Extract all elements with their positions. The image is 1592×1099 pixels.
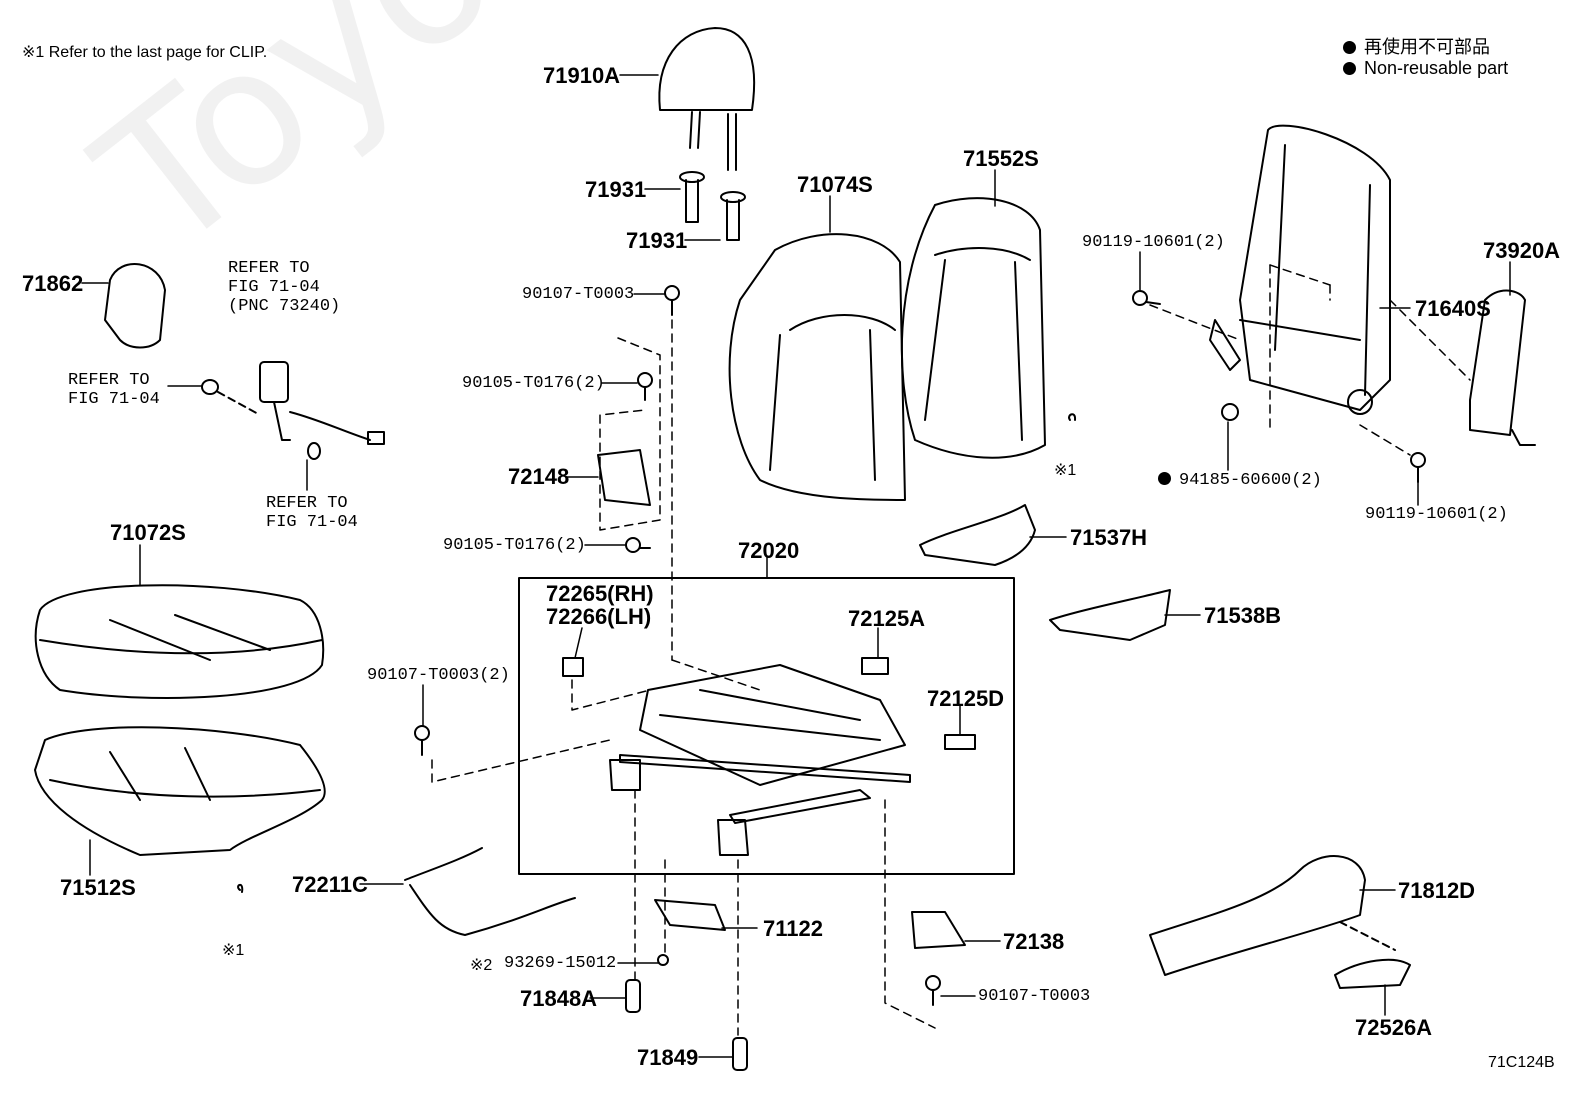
seatback-cover-drawing [728,233,906,501]
leader-lines [81,74,1511,1058]
non-reusable-bullet-icon [1158,472,1171,485]
buckle-drawing [201,361,385,460]
part-label-72020: 72020 [738,538,800,563]
part-label-71538B: 71538B [1204,603,1282,628]
part-label-93269-15012: 93269-15012 [504,954,617,973]
part-label-71072S: 71072S [110,520,186,545]
part-label-71552S: 71552S [963,146,1039,171]
part-label-72265: 72265(RH) [546,581,654,606]
clip-mark-1: ※1 [1054,462,1077,479]
part-label-72125A: 72125A [848,606,926,631]
part-label-71848A: 71848A [520,986,598,1011]
seatback-frame-drawing [1209,124,1391,415]
legend-en-text: Non-reusable part [1364,58,1509,78]
seat-frame-drawing [562,657,976,856]
seatback-pad-drawing [900,197,1046,459]
part-label-71640S: 71640S [1415,296,1491,321]
part-label-71862: 71862 [22,271,84,296]
part-label-93269-mark: ※2 [470,957,493,974]
refer-fig-line1: REFER TO [228,259,310,278]
cushion-pad-drawing [34,726,326,856]
part-label-71910A: 71910A [543,63,621,88]
reinforcement-drawing [919,504,1171,641]
part-label-72526A: 72526A [1355,1015,1433,1040]
part-label-71849: 71849 [637,1045,699,1070]
legend-en: Non-reusable part [1343,58,1508,79]
part-label-90107-T0003-2: 90107-T0003(2) [367,666,510,685]
part-label-73920A: 73920A [1483,238,1561,263]
part-label-94185-text: 94185-60600(2) [1179,471,1322,490]
side-cover-73920A-drawing [1469,289,1536,446]
cover-71862-drawing [104,263,166,349]
cushion-cover-drawing [34,584,325,699]
part-label-90107-T0003-top: 90107-T0003 [522,285,635,304]
part-label-71931-a: 71931 [585,177,647,202]
part-label-90105-T0176-a: 90105-T0176(2) [462,374,605,393]
legend-jp: 再使用不可部品 [1343,33,1490,59]
legend-jp-text: 再使用不可部品 [1364,37,1490,57]
part-label-72125D: 72125D [927,686,1005,711]
part-label-71074S: 71074S [797,172,873,197]
refer-bottom-line1: REFER TO [266,494,348,513]
refer-left-line1: REFER TO [68,371,150,390]
bullet-icon [1343,62,1356,75]
shield-drawing [1149,855,1411,989]
refer-fig-line3: (PNC 73240) [228,297,341,316]
part-label-72266: 72266(LH) [546,604,652,629]
headrest-support-drawing [679,171,746,241]
alignment-lines [431,264,1471,1036]
part-label-90119-10601-b: 90119-10601(2) [1365,505,1508,524]
part-label-72138: 72138 [1003,929,1065,954]
clip-mark-2: ※1 [222,942,245,959]
part-label-71537H: 71537H [1070,525,1148,550]
part-label-71122: 71122 [763,916,823,941]
clip-note: ※1 Refer to the last page for CLIP. [22,44,268,61]
part-label-71931-b: 71931 [626,228,688,253]
part-label-94185-60600: 94185-60600(2) [1158,472,1322,489]
refer-left-line2: FIG 71-04 [68,390,160,409]
part-label-71812D: 71812D [1398,878,1476,903]
figure-code: 71C124B [1488,1054,1555,1071]
wire-harness-drawing [404,847,576,936]
part-label-90119-10601-a: 90119-10601(2) [1082,233,1225,252]
part-label-90107-T0003-bot: 90107-T0003 [978,987,1091,1006]
bullet-icon [1343,41,1356,54]
part-label-72211C: 72211C [292,872,368,897]
refer-fig-line2: FIG 71-04 [228,278,320,297]
headrest-drawing [658,27,756,171]
part-label-90105-T0176-b: 90105-T0176(2) [443,536,586,555]
part-label-71512S: 71512S [60,875,136,900]
part-label-72148: 72148 [508,464,570,489]
refer-bottom-line2: FIG 71-04 [266,513,358,532]
